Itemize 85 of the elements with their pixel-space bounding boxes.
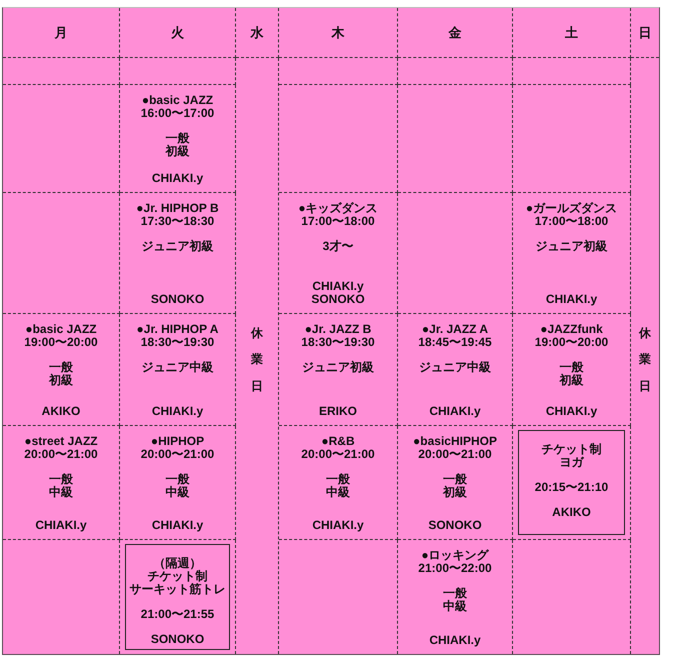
- class-title: ●street JAZZ: [24, 435, 98, 448]
- class-title: 18:30〜19:30: [301, 336, 375, 349]
- class-title: 19:00〜20:00: [24, 336, 98, 349]
- class-info: 3才〜: [322, 240, 354, 253]
- box-text: ヨガ: [560, 456, 584, 469]
- day-header: 火: [171, 24, 184, 42]
- instructor-name: CHIAKI.y: [429, 634, 481, 647]
- day-header: 土: [565, 24, 578, 42]
- day-header: 木: [332, 24, 344, 42]
- closed-day-text: 休業日: [251, 325, 263, 395]
- class-info: ジュニア中級: [419, 361, 491, 374]
- day-header: 金: [448, 24, 462, 42]
- class-title: ●ロッキング: [421, 549, 489, 562]
- instructor-name: CHIAKI.y: [429, 405, 481, 418]
- day-header: 水: [250, 24, 264, 42]
- class-title: 17:00〜18:00: [534, 215, 608, 228]
- instructor-name: CHIAKI.y: [35, 519, 87, 532]
- instructor-name: SONOKO: [150, 293, 204, 306]
- class-title: 19:00〜20:00: [534, 336, 608, 349]
- class-title: ●ガールズダンス: [526, 202, 618, 215]
- box-text: サーキット筋トレ: [130, 583, 226, 596]
- class-title: ●R&B: [321, 435, 355, 448]
- box-text: 21:00〜21:55: [140, 608, 214, 621]
- class-info: 中級: [166, 486, 190, 499]
- class-info: 初級: [166, 145, 190, 158]
- class-title: 18:45〜19:45: [418, 336, 492, 349]
- class-info: 初級: [443, 486, 467, 499]
- ticket-class-box: [125, 544, 230, 650]
- class-title: ●basic JAZZ: [25, 323, 97, 336]
- instructor-name: CHIAKI.y: [546, 293, 598, 306]
- ticket-class-box: [518, 430, 625, 535]
- class-title: ●Jr. HIPHOP B: [136, 202, 219, 215]
- box-text: SONOKO: [150, 633, 204, 646]
- instructor-name: CHIAKI.y: [152, 172, 204, 185]
- class-info: ジュニア初級: [536, 240, 608, 253]
- class-info: 一般: [443, 473, 467, 486]
- class-title: ●basic JAZZ: [142, 94, 214, 107]
- class-info: ジュニア初級: [302, 361, 374, 374]
- class-title: 20:00〜21:00: [418, 448, 492, 461]
- class-title: 17:30〜18:30: [140, 215, 214, 228]
- instructor-name: CHIAKI.y: [312, 280, 364, 293]
- class-info: 一般: [560, 361, 584, 374]
- box-text: チケット制: [542, 443, 602, 456]
- instructor-name: CHIAKI.y: [152, 405, 204, 418]
- class-title: ●Jr. HIPHOP A: [136, 323, 218, 336]
- class-info: 一般: [166, 473, 190, 486]
- class-info: 一般: [166, 132, 190, 145]
- class-title: 18:30〜19:30: [140, 336, 214, 349]
- instructor-name: SONOKO: [311, 293, 365, 306]
- instructor-name: SONOKO: [428, 519, 482, 532]
- class-title: 21:00〜22:00: [418, 562, 492, 575]
- class-info: 一般: [443, 587, 467, 600]
- box-text: 20:15〜21:10: [534, 481, 608, 494]
- class-info: 中級: [443, 600, 467, 613]
- class-info: 初級: [49, 374, 73, 387]
- instructor-name: CHIAKI.y: [152, 519, 204, 532]
- box-text: AKIKO: [552, 506, 591, 519]
- box-text: チケット制: [148, 570, 208, 583]
- class-title: ●JAZZfunk: [540, 323, 603, 336]
- instructor-name: CHIAKI.y: [546, 405, 598, 418]
- class-info: 一般: [326, 473, 350, 486]
- box-text: （隔週）: [154, 557, 202, 570]
- class-info: ジュニア中級: [142, 361, 214, 374]
- class-title: ●basicHIPHOP: [413, 435, 497, 448]
- class-title: ●Jr. JAZZ B: [304, 323, 372, 336]
- class-info: 一般: [49, 473, 73, 486]
- class-title: 20:00〜21:00: [301, 448, 375, 461]
- class-title: 20:00〜21:00: [24, 448, 98, 461]
- closed-day-text: 休業日: [639, 325, 651, 395]
- class-info: 中級: [49, 486, 73, 499]
- instructor-name: CHIAKI.y: [312, 519, 364, 532]
- instructor-name: AKIKO: [42, 405, 80, 418]
- class-info: 中級: [326, 486, 350, 499]
- class-title: ●キッズダンス: [298, 202, 378, 215]
- class-title: 17:00〜18:00: [301, 215, 375, 228]
- class-title: 16:00〜17:00: [140, 107, 214, 120]
- class-title: ●HIPHOP: [150, 435, 204, 448]
- class-info: ジュニア初級: [142, 240, 214, 253]
- class-title: ●Jr. JAZZ A: [422, 323, 488, 336]
- class-info: 初級: [560, 374, 584, 387]
- class-title: 20:00〜21:00: [140, 448, 214, 461]
- day-header: 月: [54, 24, 68, 42]
- day-header: 日: [638, 24, 652, 42]
- class-info: 一般: [49, 361, 73, 374]
- instructor-name: ERIKO: [318, 405, 357, 418]
